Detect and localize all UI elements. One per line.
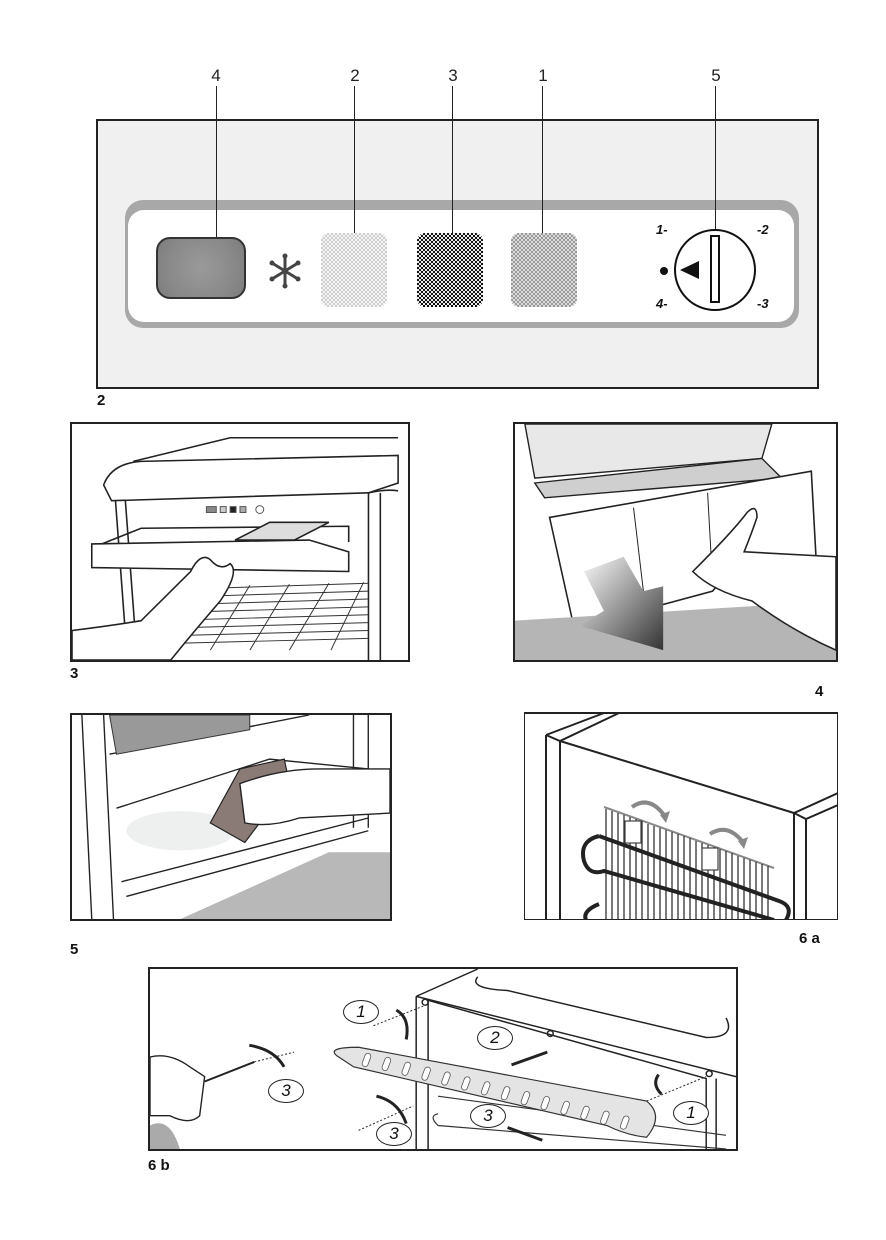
dial-mark-4: 4- [656, 296, 668, 311]
step-1-oval: 1 [343, 1000, 379, 1024]
dial-dot [660, 267, 668, 275]
figure-3-illustration [70, 422, 410, 662]
hand-shape [239, 768, 390, 826]
rotate-arrow-icon [708, 827, 744, 843]
step-number: 1 [356, 1002, 366, 1021]
rotate-arrow-icon [630, 800, 666, 817]
curved-arrow-icon [376, 1094, 408, 1125]
curved-arrow-icon [249, 1043, 286, 1068]
step-number: 1 [686, 1103, 696, 1122]
clip-bracket [624, 820, 642, 844]
figure-6b-illustration: 1 2 3 3 3 1 [148, 967, 738, 1151]
step-1-oval: 1 [673, 1101, 709, 1125]
leader-3 [452, 86, 453, 250]
figure-label-4: 4 [815, 683, 824, 700]
leader-5 [715, 86, 716, 246]
step-2-oval: 2 [477, 1026, 513, 1050]
step-number: 3 [483, 1106, 493, 1125]
straight-arrow-icon [507, 1126, 543, 1142]
step-3-oval: 3 [268, 1079, 304, 1103]
figure-label-6b: 6 b [148, 1157, 170, 1174]
dial-mark-2: -2 [757, 222, 769, 237]
vent-grille [333, 1046, 657, 1138]
leader-1 [542, 86, 543, 250]
figure-6a-illustration [524, 711, 838, 920]
step-3-oval: 3 [376, 1122, 412, 1146]
leader-2 [354, 86, 355, 250]
figure-4-illustration [513, 422, 838, 662]
figure-5-illustration [70, 713, 392, 921]
callout-2: 2 [350, 66, 360, 85]
clip-bracket [701, 847, 719, 871]
dial-mark-3: -3 [757, 296, 769, 311]
super-freeze-button[interactable] [156, 237, 246, 299]
step-number: 3 [281, 1081, 291, 1100]
callout-3: 3 [448, 66, 458, 85]
hand-shape [72, 556, 235, 660]
curved-arrow-icon [395, 1008, 409, 1040]
indicator-light-1 [511, 233, 577, 307]
dial-mark-1: 1- [656, 222, 668, 237]
step-number: 2 [490, 1028, 500, 1047]
figure-label-2: 2 [97, 392, 106, 409]
snowflake-icon [269, 253, 301, 289]
leader-4 [216, 86, 217, 251]
callout-5: 5 [711, 66, 721, 85]
figure-label-6a: 6 a [799, 930, 820, 947]
figure-label-3: 3 [70, 665, 79, 682]
screwdriver [204, 1061, 255, 1083]
step-number: 3 [389, 1124, 399, 1143]
indicator-light-2 [321, 233, 387, 307]
pull-arrow-icon [579, 556, 664, 651]
indicator-light-3 [417, 233, 483, 307]
callout-1: 1 [538, 66, 548, 85]
hand-shape [150, 1055, 206, 1122]
dial-pointer-icon [680, 261, 699, 279]
figure-label-5: 5 [70, 941, 79, 958]
callout-4: 4 [211, 66, 221, 85]
dial-knob-slot[interactable] [710, 235, 720, 303]
thermostat-dial[interactable] [656, 228, 766, 314]
curved-arrow-icon [654, 1073, 663, 1096]
straight-arrow-icon [511, 1050, 548, 1067]
step-3-oval: 3 [470, 1104, 506, 1128]
